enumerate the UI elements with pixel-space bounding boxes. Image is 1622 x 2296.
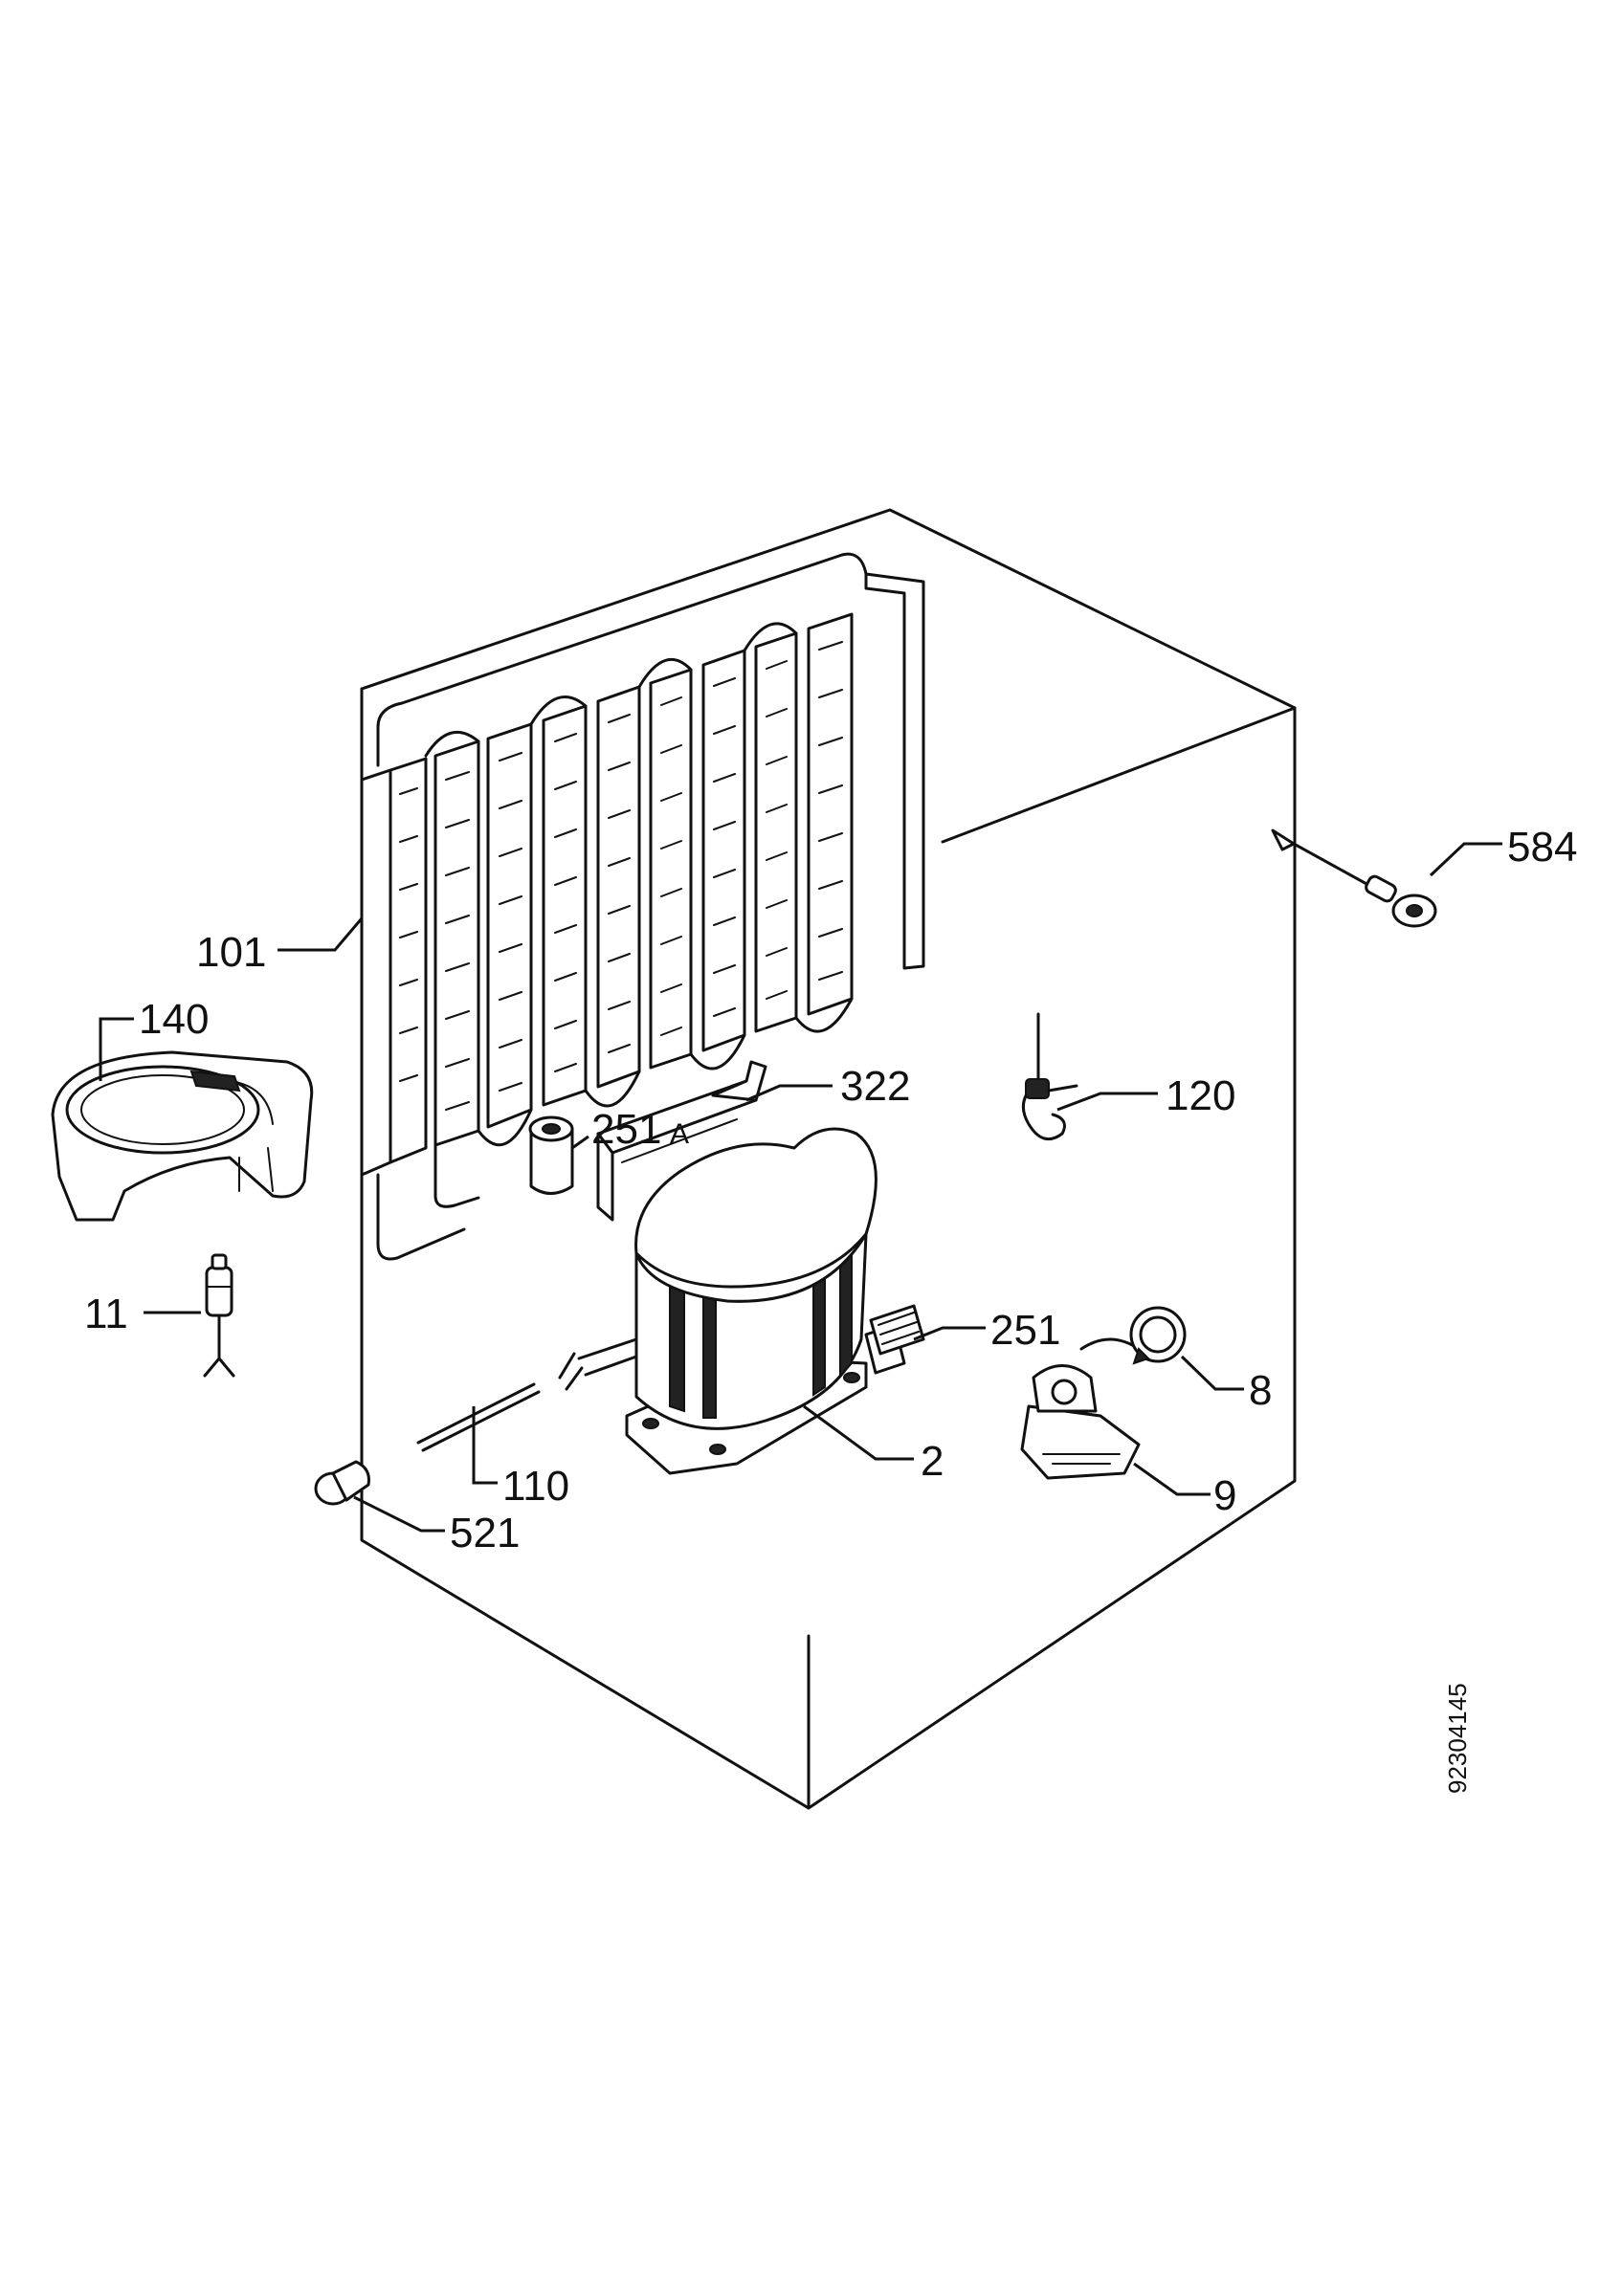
bracket-drawing: [596, 1060, 767, 1222]
label-322: 322: [840, 1063, 910, 1110]
label-101: 101: [196, 929, 266, 976]
label-2: 2: [921, 1438, 944, 1485]
clip-drawing: [869, 1304, 925, 1356]
label-110: 110: [502, 1463, 569, 1510]
label-251a-suffix: A: [670, 1118, 689, 1150]
condenser-fins: [389, 612, 854, 1164]
label-9: 9: [1213, 1472, 1236, 1519]
label-251: 251: [990, 1307, 1060, 1354]
label-120: 120: [1166, 1072, 1235, 1119]
grommet-drawing: [528, 1115, 574, 1195]
drip-tray-drawing: [51, 1050, 314, 1222]
dryer-tube-drawing: [416, 1382, 541, 1452]
cabinet-outline: [360, 508, 1297, 1810]
label-140: 140: [139, 996, 209, 1043]
start-relay-drawing: [1020, 1364, 1141, 1480]
part-labels: 101 140 11 322 251 A 120 584 251 8 2 9 1…: [84, 824, 1577, 1556]
valve-drawing: [203, 1253, 235, 1378]
label-521: 521: [450, 1510, 520, 1556]
sensor-cable-drawing: [1271, 828, 1437, 928]
compressor-drawing: [558, 1127, 906, 1475]
label-8: 8: [1249, 1367, 1272, 1414]
leader-lines: [99, 842, 1502, 1533]
label-251a: 251: [591, 1106, 661, 1153]
label-11: 11: [84, 1291, 128, 1337]
overload-relay-drawing: [1079, 1306, 1187, 1365]
label-584: 584: [1507, 824, 1577, 871]
cap-drawing: [314, 1460, 370, 1506]
condenser-drawing: [360, 552, 925, 1261]
thermostat-probe-drawing: [1021, 1012, 1078, 1141]
document-number: 92304145: [1443, 1683, 1472, 1794]
